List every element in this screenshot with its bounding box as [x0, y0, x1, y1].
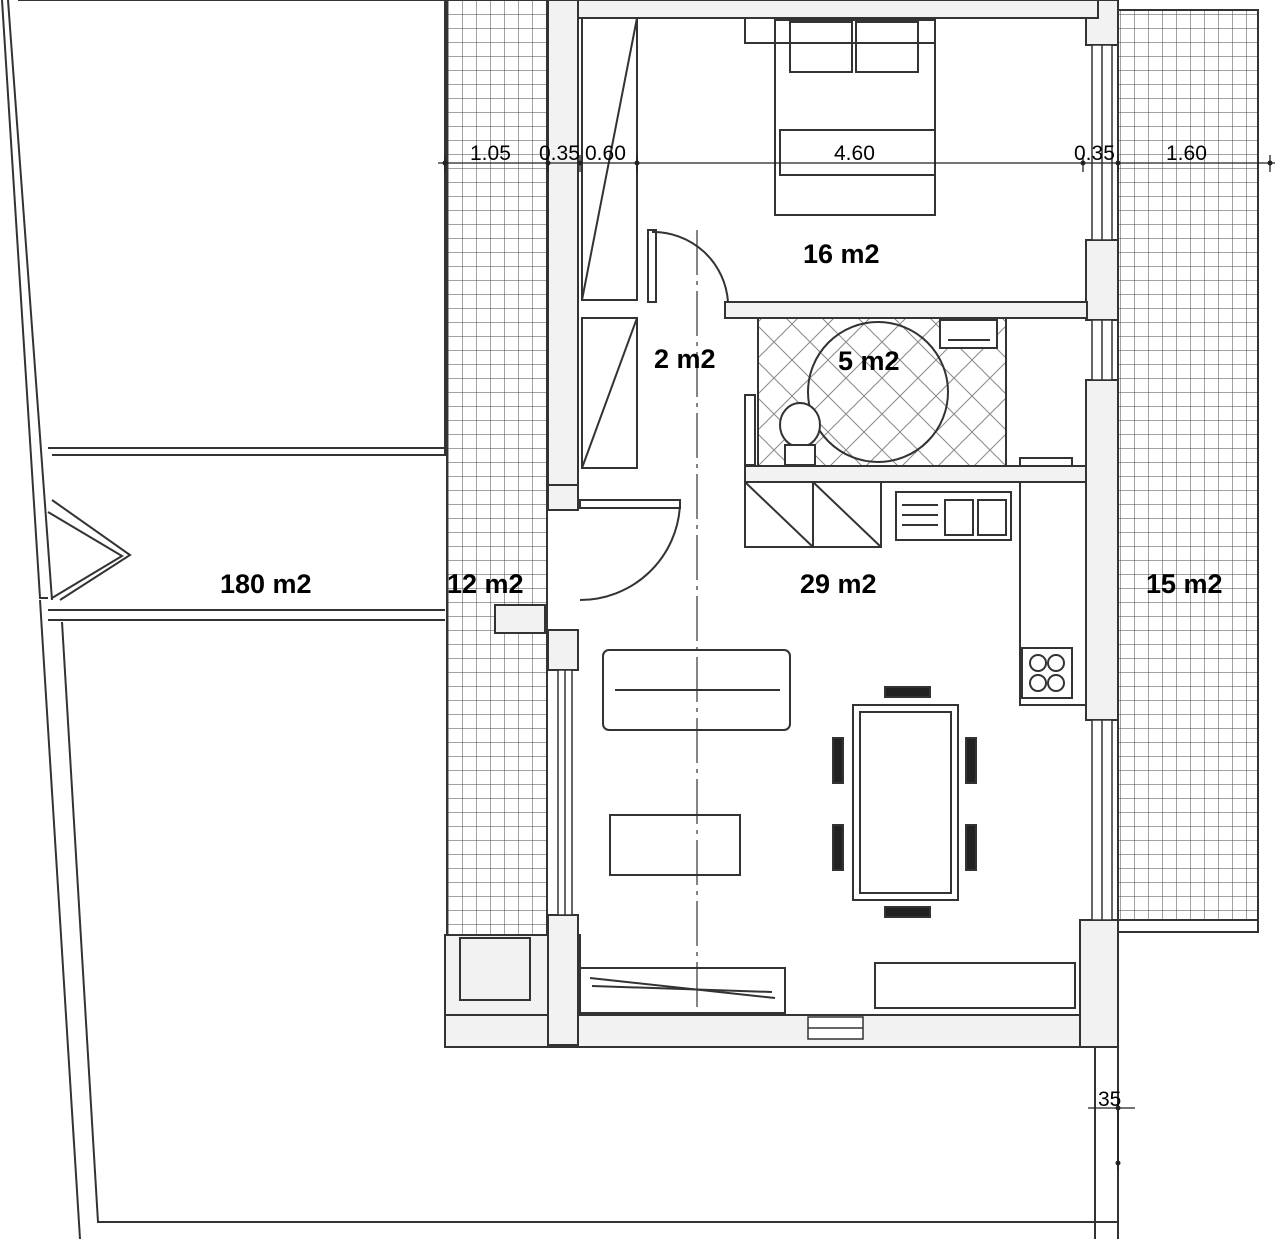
terrace-outline [1, 0, 1119, 1239]
room-label-terrace-left: 180 m2 [220, 569, 312, 599]
room-label-living-kitchen: 29 m2 [800, 569, 877, 599]
dimension-label-1: 1.05 [470, 142, 511, 165]
dimension-label-2: 0.35 [539, 142, 580, 165]
dimension-ticks [442, 160, 1273, 1166]
dimension-label-7: 35 [1098, 1088, 1121, 1111]
dimension-label-4: 4.60 [834, 142, 875, 165]
balcony-right-tiles [1117, 9, 1259, 921]
room-label-bathroom: 5 m2 [838, 346, 900, 376]
balcony-right-ledge [1117, 919, 1259, 933]
dining-table [832, 686, 977, 918]
kitchen [744, 481, 1086, 706]
room-label-hall: 2 m2 [654, 344, 716, 374]
dimension-label-3: 0.60 [585, 142, 626, 165]
balcony-left-tiles [446, 0, 548, 936]
wardrobes [581, 17, 638, 469]
room-label-bedroom: 16 m2 [803, 239, 880, 269]
windows [557, 44, 1113, 1040]
bed [744, 17, 936, 216]
walls [444, 0, 1119, 1048]
room-label-balcony-left: 12 m2 [447, 569, 524, 599]
dimension-label-6: 1.60 [1166, 142, 1207, 165]
doors [579, 229, 729, 602]
dimension-label-5: 0.35 [1074, 142, 1115, 165]
bathroom-fixtures [744, 319, 1073, 467]
room-label-balcony-right: 15 m2 [1146, 569, 1223, 599]
